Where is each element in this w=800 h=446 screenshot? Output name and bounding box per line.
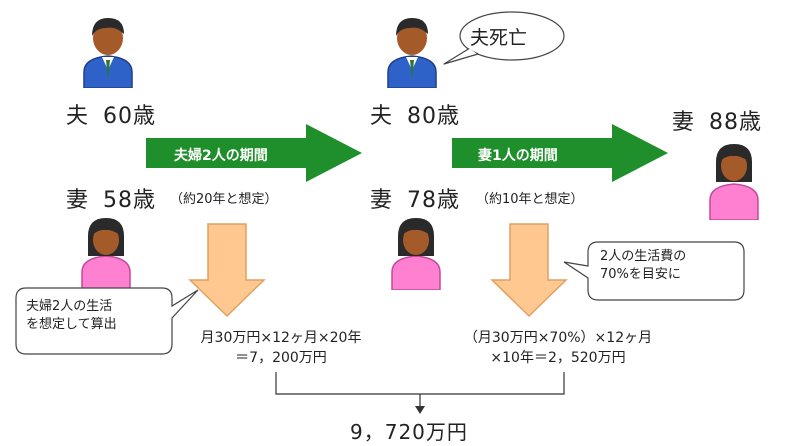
single-period-arrow	[452, 124, 668, 182]
wife-label-mid: 妻	[370, 188, 394, 213]
couple-calculation: 月30万円×12ヶ月×20年 ＝7，200万円	[176, 328, 386, 368]
wife-age-value-right: 88歳	[709, 110, 763, 135]
single-period-label: 妻1人の期間	[478, 148, 558, 164]
couple-period-arrow	[146, 124, 362, 182]
couple-calc-line-2: ＝7，200万円	[235, 350, 327, 366]
husband-age-left: 夫 60歳	[66, 98, 156, 130]
wife-age-left: 妻 58歳	[66, 182, 156, 214]
single-callout-line-1: 2人の生活費の	[600, 249, 687, 264]
single-callout-shape	[563, 241, 745, 301]
wife-age-mid: 妻 78歳	[370, 182, 460, 214]
single-down-arrow	[490, 223, 568, 318]
wife-avatar-left	[81, 218, 131, 290]
husband-age-value-left: 60歳	[103, 104, 157, 129]
husband-age-mid: 夫 80歳	[370, 98, 460, 130]
death-bubble-shape	[443, 11, 565, 65]
couple-down-arrow	[188, 223, 266, 318]
husband-avatar-left	[83, 18, 133, 88]
husband-age-value-mid: 80歳	[407, 104, 461, 129]
wife-label-right: 妻	[672, 110, 696, 135]
couple-callout-text: 夫婦2人の生活 を想定して算出	[26, 298, 117, 334]
husband-label-left: 夫	[66, 104, 90, 129]
couple-period-note: （約20年と想定）	[170, 192, 278, 207]
wife-age-right: 妻 88歳	[672, 104, 762, 136]
couple-callout-line-2: を想定して算出	[26, 317, 117, 332]
couple-period-label: 夫婦2人の期間	[174, 148, 268, 164]
wife-avatar-mid	[391, 218, 441, 290]
wife-avatar-right	[709, 144, 759, 220]
single-calc-line-2: ×10年＝2，520万円	[490, 350, 626, 366]
death-bubble-text: 夫死亡	[470, 27, 528, 49]
single-period-note: （約10年と想定）	[476, 192, 584, 207]
wife-age-value-left: 58歳	[103, 188, 157, 213]
couple-calc-line-1: 月30万円×12ヶ月×20年	[200, 330, 362, 346]
couple-callout-line-1: 夫婦2人の生活	[26, 299, 113, 314]
single-calculation: （月30万円×70%）×12ヶ月 ×10年＝2，520万円	[438, 328, 678, 368]
single-callout-line-2: 70%を目安に	[600, 267, 681, 282]
single-callout-text: 2人の生活費の 70%を目安に	[600, 248, 686, 284]
total-bracket	[275, 372, 565, 414]
wife-age-value-mid: 78歳	[407, 188, 461, 213]
couple-callout-shape	[15, 287, 199, 355]
total-amount: 9，720万円	[350, 420, 468, 444]
husband-avatar-mid	[387, 18, 437, 88]
husband-label-mid: 夫	[370, 104, 394, 129]
single-calc-line-1: （月30万円×70%）×12ヶ月	[463, 330, 653, 346]
wife-label-left: 妻	[66, 188, 90, 213]
